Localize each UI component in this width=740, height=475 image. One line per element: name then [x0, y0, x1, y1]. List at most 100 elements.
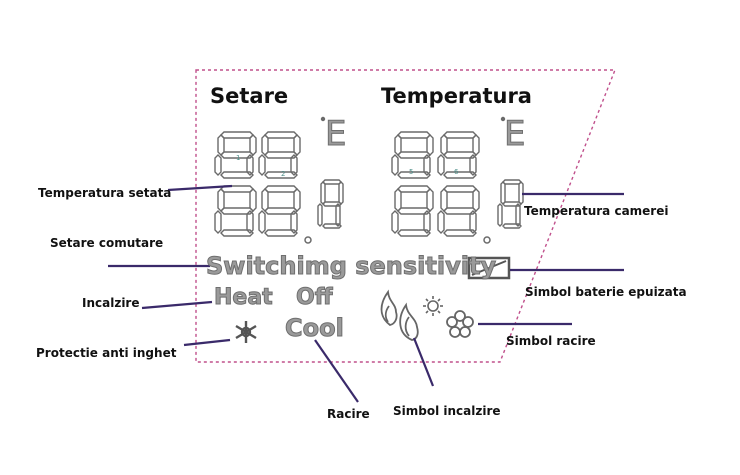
segment-upper-left — [261, 188, 269, 212]
segment-lower-left — [317, 203, 323, 227]
sun-icon — [423, 296, 443, 316]
segment-lower-left — [437, 210, 445, 234]
callout-protectie-anti-inghet: Protectie anti inghet — [36, 346, 177, 360]
digit-index-right-2: 6 — [454, 168, 459, 176]
digit-index-left-1: 1 — [236, 154, 240, 162]
segment-bottom — [220, 171, 254, 179]
segment-middle — [397, 207, 431, 215]
callout-setare-comutare: Setare comutare — [50, 236, 164, 250]
segment-middle — [220, 151, 254, 159]
segment-bottom — [443, 171, 477, 179]
callout-temperatura-camerei: Temperatura camerei — [524, 204, 669, 218]
callout-simbol-incalzire: Simbol incalzire — [393, 404, 501, 418]
segment-bottom — [397, 171, 431, 179]
segment-lower-left — [258, 154, 266, 176]
leader-temperatura-setata — [167, 184, 233, 192]
digit-index-right-1: 5 — [409, 168, 413, 176]
segment-lower-right — [515, 203, 521, 227]
segment-lower-left — [391, 210, 399, 234]
digit-right-top-1 — [391, 131, 434, 179]
leader-simbol-incalzire — [412, 337, 435, 387]
segment-middle — [443, 151, 477, 159]
digit-right-small — [497, 179, 524, 229]
segment-middle — [397, 151, 431, 159]
segment-lower-left — [391, 154, 399, 176]
temperatura-header: Temperatura — [381, 84, 532, 108]
segment-upper-left — [320, 181, 326, 205]
segment-bottom — [443, 229, 477, 237]
segment-top — [264, 131, 298, 139]
segment-upper-right — [249, 188, 257, 212]
decimal-point-right — [483, 236, 491, 244]
segment-top — [220, 131, 254, 139]
segment-top — [322, 179, 342, 185]
unit-right: E — [503, 114, 526, 155]
digit-left-top-2 — [258, 131, 301, 179]
segment-upper-left — [394, 188, 402, 212]
segment-upper-left — [217, 188, 225, 212]
segment-top — [397, 131, 431, 139]
segment-upper-right — [293, 188, 301, 212]
segment-upper-right — [426, 188, 434, 212]
callout-racire: Racire — [327, 407, 370, 421]
digit-left-bottom-1 — [214, 185, 257, 237]
segment-bottom — [264, 229, 298, 237]
segment-lower-left — [437, 154, 445, 176]
battery-icon — [467, 256, 511, 280]
callout-temperatura-setata: Temperatura setata — [38, 186, 172, 200]
degree-mark-left — [320, 116, 326, 122]
segment-lower-left — [214, 210, 222, 234]
segment-middle — [322, 201, 342, 207]
degree-mark-right — [500, 116, 506, 122]
segment-middle — [264, 151, 298, 159]
callout-incalzire: Incalzire — [82, 296, 140, 310]
snowflake-icon — [235, 321, 257, 343]
segment-top — [502, 179, 522, 185]
decimal-point-left — [304, 236, 312, 244]
segment-lower-left — [214, 154, 222, 176]
digit-index-left-2: 2 — [281, 170, 285, 178]
segment-top — [443, 131, 477, 139]
segment-lower-left — [258, 210, 266, 234]
segment-upper-left — [440, 188, 448, 212]
callout-simbol-baterie-epuizata: Simbol baterie epuizata — [525, 285, 687, 299]
segment-bottom — [264, 171, 298, 179]
segment-top — [443, 185, 477, 193]
segment-upper-right — [472, 188, 480, 212]
segment-bottom — [502, 223, 522, 229]
unit-left: E — [324, 114, 347, 155]
segment-middle — [220, 207, 254, 215]
segment-middle — [264, 207, 298, 215]
setare-header: Setare — [210, 84, 289, 108]
segment-bottom — [220, 229, 254, 237]
lcd-panel-border — [195, 69, 617, 363]
leader-protectie — [183, 338, 231, 347]
segment-bottom — [322, 223, 342, 229]
fan-icon — [446, 310, 474, 338]
flame-icon — [380, 289, 419, 341]
segment-top — [264, 185, 298, 193]
segment-middle — [502, 201, 522, 207]
segment-lower-left — [497, 203, 503, 227]
segment-bottom — [397, 229, 431, 237]
digit-left-small — [317, 179, 344, 229]
digit-right-bottom-1 — [391, 185, 434, 237]
segment-upper-right — [338, 181, 344, 205]
digit-right-bottom-2 — [437, 185, 480, 237]
leader-racire — [314, 339, 359, 403]
leader-incalzire — [141, 300, 213, 310]
segment-top — [397, 185, 431, 193]
cool-text: Cool — [285, 314, 345, 343]
switching-sensitivity-text: Switchimg sensitivity — [205, 252, 497, 281]
off-text: Off — [296, 285, 334, 311]
callout-simbol-racire: Simbol racire — [506, 334, 596, 348]
digit-right-top-2 — [437, 131, 480, 179]
segment-lower-right — [335, 203, 341, 227]
digit-left-top-1 — [214, 131, 257, 179]
segment-upper-left — [500, 181, 506, 205]
segment-middle — [443, 207, 477, 215]
heat-text: Heat — [214, 285, 274, 311]
digit-left-bottom-2 — [258, 185, 301, 237]
